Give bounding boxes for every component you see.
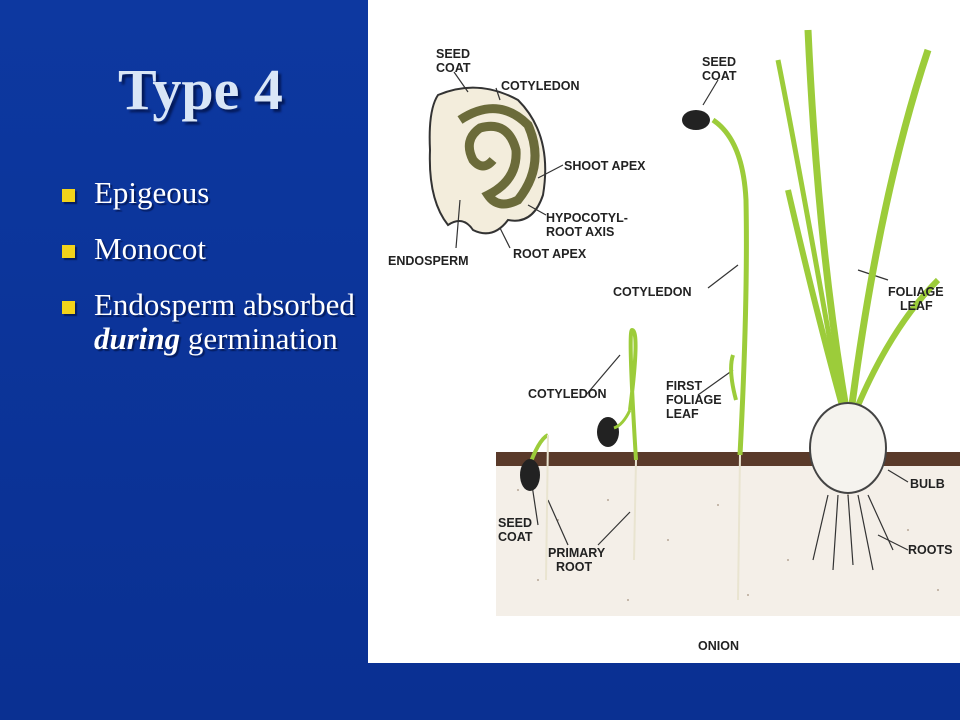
label-endosperm: ENDOSPERM — [388, 254, 469, 268]
label-root-apex: ROOT APEX — [513, 247, 587, 261]
bullet-item: Monocot — [58, 232, 358, 266]
seed-cross-section — [428, 86, 547, 235]
soil — [496, 452, 960, 616]
leader-lines — [453, 71, 909, 551]
seedling-early — [520, 433, 550, 581]
label-seed-coat-bottom: COAT — [498, 530, 533, 544]
bullet-text: germination — [180, 321, 338, 356]
label-seed-coat-mid: COAT — [702, 69, 737, 83]
bullet-item: Epigeous — [58, 176, 358, 210]
label-seed-coat-top: SEED — [436, 47, 470, 61]
bullet-emphasis: during — [94, 321, 181, 356]
label-first-foliage-leaf: FOLIAGE — [666, 393, 722, 407]
diagram-labels: SEED COAT COTYLEDON SHOOT APEX HYPOCOTYL… — [388, 47, 952, 653]
bullet-text: Epigeous — [94, 175, 210, 210]
label-onion: ONION — [698, 639, 739, 653]
label-hypocotyl: HYPOCOTYL- — [546, 211, 628, 225]
label-bulb: BULB — [910, 477, 945, 491]
label-shoot-apex: SHOOT APEX — [564, 159, 646, 173]
bullet-text: Endosperm absorbed — [94, 287, 355, 322]
label-primary-root: PRIMARY — [548, 546, 606, 560]
label-primary-root: ROOT — [556, 560, 592, 574]
square-bullet-icon — [62, 245, 75, 258]
label-foliage-leaf: FOLIAGE — [888, 285, 944, 299]
label-first-foliage-leaf: FIRST — [666, 379, 702, 393]
label-hypocotyl: ROOT AXIS — [546, 225, 614, 239]
label-first-foliage-leaf: LEAF — [666, 407, 699, 421]
seedling-tall — [682, 110, 749, 601]
onion-germination-diagram: SEED COAT COTYLEDON SHOOT APEX HYPOCOTYL… — [368, 0, 960, 663]
diagram-svg: SEED COAT COTYLEDON SHOOT APEX HYPOCOTYL… — [388, 29, 960, 653]
label-cotyledon-top: COTYLEDON — [501, 79, 579, 93]
bullet-item: Endosperm absorbed during germination — [58, 288, 358, 356]
label-seed-coat-top: COAT — [436, 61, 471, 75]
label-seed-coat-bottom: SEED — [498, 516, 532, 530]
label-cotyledon-left: COTYLEDON — [528, 387, 606, 401]
label-seed-coat-mid: SEED — [702, 55, 736, 69]
bullet-list: Epigeous Monocot Endosperm absorbed duri… — [58, 176, 358, 378]
slide-title: Type 4 — [118, 57, 283, 122]
label-foliage-leaf: LEAF — [900, 299, 933, 313]
bullet-text: Monocot — [94, 231, 206, 266]
label-roots: ROOTS — [908, 543, 952, 557]
square-bullet-icon — [62, 189, 75, 202]
seedling-hooked — [597, 327, 638, 561]
mature-onion — [775, 29, 941, 571]
square-bullet-icon — [62, 301, 75, 314]
label-cotyledon-mid: COTYLEDON — [613, 285, 691, 299]
